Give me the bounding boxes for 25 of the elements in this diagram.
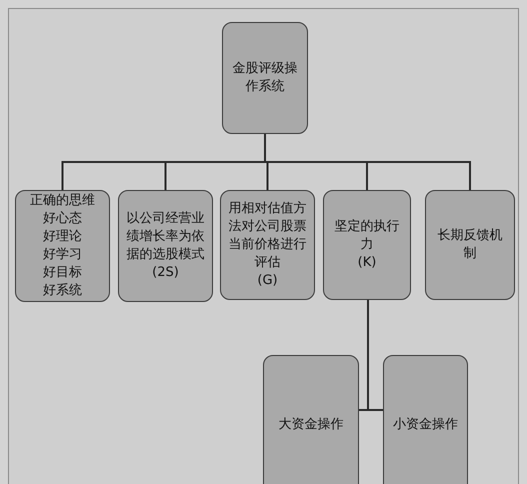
box-text: 好理论: [43, 228, 82, 246]
process-box: [222, 22, 308, 134]
process-box: [220, 190, 315, 300]
box-text: 好目标: [43, 264, 82, 282]
box-text: 好学习: [43, 246, 82, 264]
box-text: 正确的思维: [30, 192, 95, 210]
process-box: [425, 190, 515, 300]
box-text: 好心态: [43, 210, 82, 228]
box-text: 小资金操作: [393, 416, 458, 434]
box-text: (2S): [152, 264, 179, 282]
box-text: 金股评级操作系统: [232, 60, 298, 96]
box-text: 大资金操作: [278, 416, 344, 434]
box-text: 长期反馈机制: [436, 227, 504, 263]
process-box: [263, 355, 359, 484]
box-text: 好系统: [43, 282, 82, 300]
box-text: (K): [358, 254, 376, 272]
connector-line: [367, 300, 383, 411]
process-box: [383, 355, 468, 484]
process-box: [323, 190, 411, 300]
process-box: [15, 190, 110, 302]
box-text: 坚定的执行力: [334, 218, 400, 254]
box-text: (G): [257, 272, 278, 290]
process-box: [118, 190, 213, 302]
box-text: 用相对估值方法对公司股票当前价格进行评估: [228, 200, 308, 272]
box-text: 以公司经营业绩增长率为依据的选股模式: [126, 210, 206, 264]
